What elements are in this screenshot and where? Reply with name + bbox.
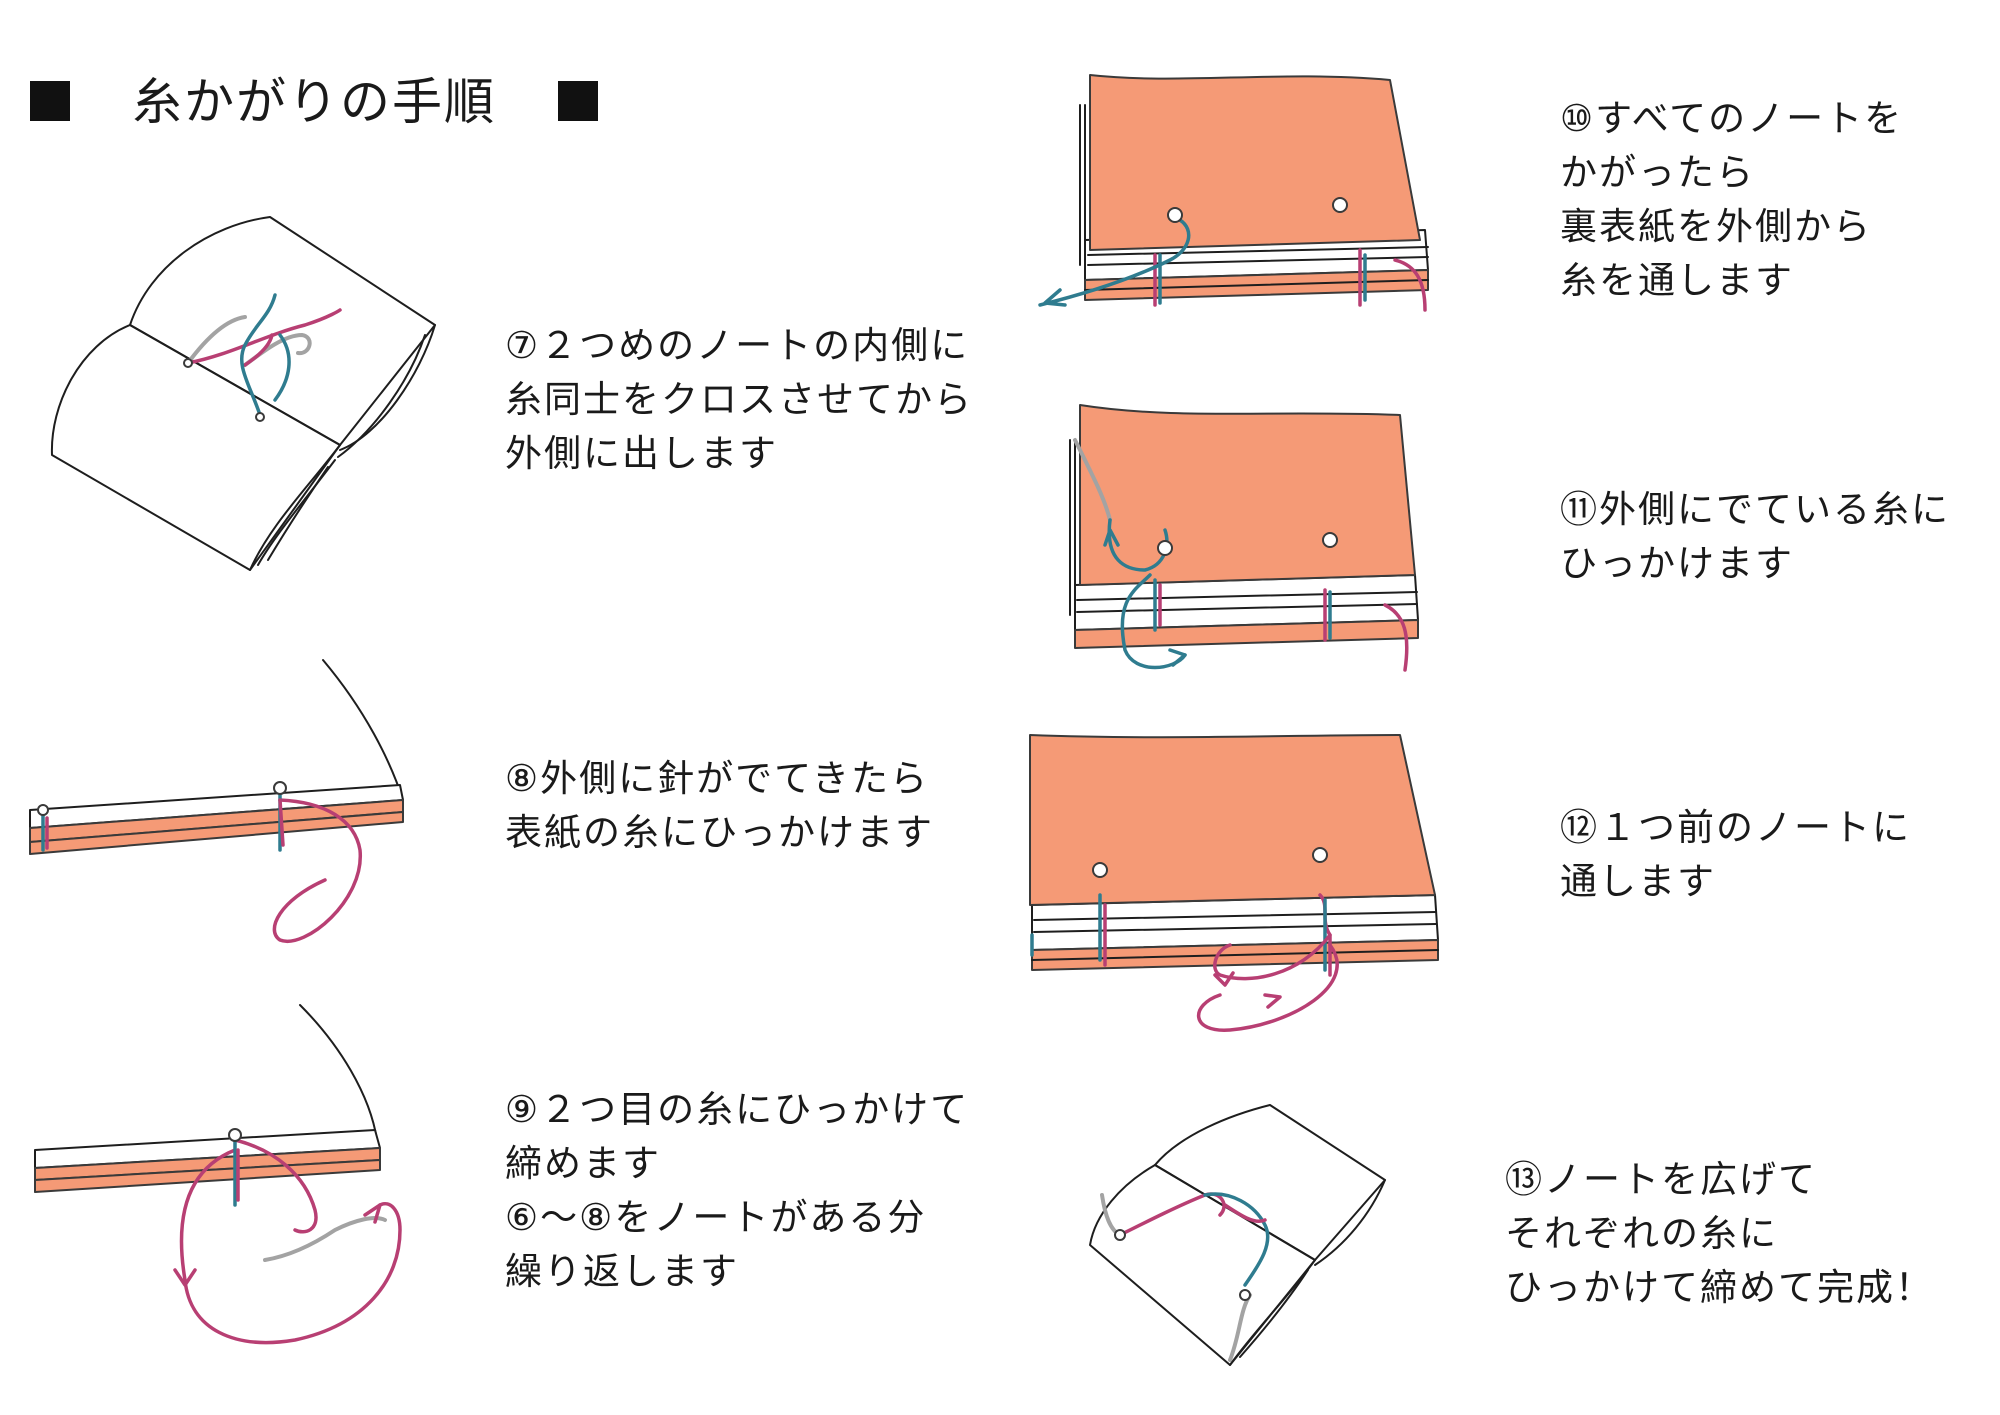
step9-illustration (34, 1004, 402, 1345)
step8-line-1: ⑧外側に針がでてきたら (505, 757, 930, 800)
step7-line-3: 外側に出します (505, 432, 778, 475)
step10-text: ⑩すべてのノートを かがったら 裏表紙を外側から 糸を通します (1560, 92, 1903, 308)
step7-line-1: ⑦２つめのノートの内側に (505, 324, 970, 367)
step12-line-1: ⑫１つ前のノートに (1560, 806, 1911, 849)
step11-illustration (1069, 404, 1419, 672)
step10-line-3: 裏表紙を外側から (1560, 205, 1872, 248)
step10-line-1: ⑩すべてのノートを (1560, 97, 1904, 140)
page-title-text: 糸かがりの手順 (132, 73, 496, 131)
step13-line-3: ひっかけて締めて完成！ (1505, 1266, 1934, 1309)
step9-line-3: ⑥〜⑧をノートがある分 (505, 1196, 927, 1239)
step13-text: ⑬ノートを広げて それぞれの糸に ひっかけて締めて完成！ (1505, 1153, 1934, 1315)
step7-text: ⑦２つめのノートの内側に 糸同士をクロスさせてから 外側に出します (505, 319, 973, 481)
page-title: 糸かがりの手順 (30, 62, 598, 134)
step8-line-2: 表紙の糸にひっかけます (505, 811, 934, 854)
step11-line-1: ⑪外側にでている糸に (1560, 488, 1950, 531)
step9-text: ⑨２つ目の糸にひっかけて 締めます ⑥〜⑧をノートがある分 繰り返します (505, 1083, 969, 1299)
step13-line-1: ⑬ノートを広げて (1505, 1158, 1817, 1201)
step10-line-2: かがったら (1560, 151, 1755, 194)
title-square-left-icon (30, 81, 70, 121)
step7-illustration (50, 216, 436, 571)
step12-illustration (1029, 734, 1439, 1032)
step13-line-2: それぞれの糸に (1505, 1212, 1778, 1255)
step9-line-2: 締めます (505, 1142, 661, 1185)
step11-text: ⑪外側にでている糸に ひっかけます (1560, 483, 1950, 591)
step10-illustration (1038, 74, 1429, 312)
step8-text: ⑧外側に針がでてきたら 表紙の糸にひっかけます (505, 752, 934, 860)
step7-line-2: 糸同士をクロスさせてから (505, 378, 973, 421)
step9-line-4: 繰り返します (505, 1250, 739, 1293)
step11-line-2: ひっかけます (1560, 542, 1794, 585)
step13-illustration (1089, 1104, 1386, 1366)
step10-line-4: 糸を通します (1560, 259, 1794, 302)
step9-line-1: ⑨２つ目の糸にひっかけて (505, 1088, 970, 1131)
title-square-right-icon (558, 81, 598, 121)
step8-illustration (29, 659, 404, 944)
step12-text: ⑫１つ前のノートに 通します (1560, 801, 1911, 909)
step12-line-2: 通します (1560, 860, 1716, 903)
